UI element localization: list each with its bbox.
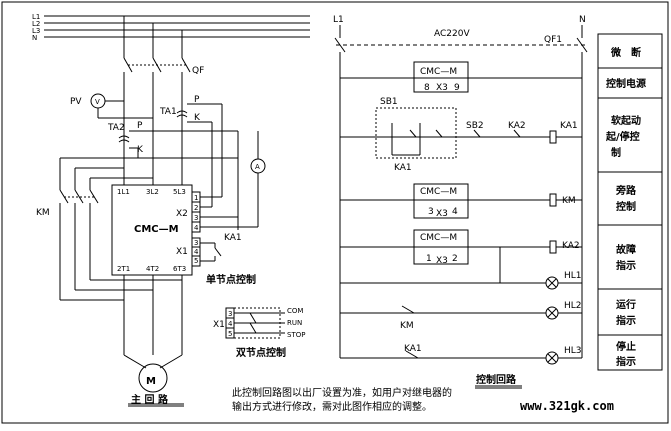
motor-symbol — [138, 363, 168, 393]
legend-bypass-1: 旁路 — [615, 184, 637, 197]
motor-label: M — [146, 376, 156, 387]
terminal-3l2: 3L2 — [146, 188, 159, 196]
sb1-label: SB1 — [380, 97, 398, 107]
hl1-label: HL1 — [564, 271, 582, 281]
bus-label-n: N — [32, 34, 37, 42]
ammeter-symbol: A — [255, 163, 260, 171]
legend-run-2: 指示 — [616, 314, 636, 327]
hl2-label: HL2 — [564, 301, 582, 311]
ka1-coil-label: KA1 — [560, 121, 578, 131]
km-contact-label: KM — [400, 321, 414, 331]
run-label: RUN — [287, 319, 302, 327]
ctrl-pin-8: 8 — [424, 83, 430, 93]
bus-label-l2: L2 — [32, 20, 40, 28]
x2-pin-1: 1 — [194, 194, 198, 202]
terminal-4t2: 4T2 — [146, 265, 159, 273]
km-label: KM — [36, 208, 50, 218]
watermark-text: www.321gk.com — [520, 399, 614, 413]
ctrl-pin-2: 2 — [452, 254, 458, 264]
ka2-contact-label: KA2 — [508, 121, 526, 131]
legend-breaker: 微 断 — [610, 46, 641, 59]
double-contact-caption: 双节点控制 — [236, 346, 286, 359]
sb2-label: SB2 — [466, 121, 484, 131]
terminal-1l1: 1L1 — [117, 188, 130, 196]
legend-fault-1: 故障 — [616, 243, 636, 256]
double-pin-5: 5 — [228, 330, 232, 338]
ctrl-pin-9: 9 — [454, 83, 460, 93]
ka1-contact-label: KA1 — [224, 233, 242, 243]
legend-control-power: 控制电源 — [606, 77, 646, 90]
x1-label: X1 — [176, 247, 188, 257]
legend-soft-start-1: 软起动 — [611, 114, 641, 127]
com-label: COM — [287, 307, 303, 315]
ta2-label: TA2 — [107, 123, 125, 133]
outer-border — [1, 1, 669, 424]
bus-label-l3: L3 — [32, 27, 40, 35]
double-contact: X1 3 4 5 COM RUN STOP 双节点控制 — [213, 307, 305, 359]
ctrl-l1-label: L1 — [333, 15, 344, 25]
cmc-module-label: CMC—M — [134, 224, 179, 235]
x1-pin-3: 3 — [194, 239, 198, 247]
ctrl-x3-2: X3 — [436, 209, 448, 219]
ta1-p-label: P — [194, 95, 200, 105]
legend-stop-2: 指示 — [616, 355, 636, 368]
legend-soft-start-2: 起/停控 — [605, 130, 640, 143]
ka2-coil-label: KA2 — [562, 241, 580, 251]
terminal-6t3: 6T3 — [173, 265, 186, 273]
x2-label: X2 — [176, 209, 188, 219]
legend-soft-start-3: 制 — [611, 146, 621, 159]
voltmeter-symbol: V — [95, 98, 100, 106]
qf1-label: QF1 — [544, 35, 562, 45]
ctrl-module-1: CMC—M — [420, 67, 457, 77]
legend-bypass-2: 控制 — [616, 200, 636, 213]
main-circuit-caption: 主 回 路 — [131, 393, 169, 406]
qf-label: QF — [192, 66, 204, 76]
control-circuit-caption: 控制回路 — [476, 373, 517, 386]
ta1-k-label: K — [194, 113, 201, 123]
ka1-hold-label: KA1 — [394, 163, 412, 173]
ctrl-x3-1: X3 — [436, 83, 448, 93]
supply-label: AC220V — [434, 29, 470, 39]
x1-pin-5: 5 — [194, 257, 198, 265]
legend-fault-2: 指示 — [616, 259, 636, 272]
x2-pin-3: 3 — [194, 214, 198, 222]
single-contact-caption: 单节点控制 — [206, 273, 256, 286]
legend-stop-1: 停止 — [616, 340, 636, 353]
ta2-p-label: P — [137, 121, 143, 131]
ta1-label: TA1 — [159, 107, 177, 117]
bus-label-l1: L1 — [32, 13, 40, 21]
footnote-line-2: 输出方式进行修改，需对此图作相应的调整。 — [232, 400, 432, 413]
double-x1-label: X1 — [213, 320, 225, 330]
x2-pin-4: 4 — [194, 224, 199, 232]
double-pin-3: 3 — [228, 310, 232, 318]
terminal-2t1: 2T1 — [117, 265, 130, 273]
terminal-5l3: 5L3 — [173, 188, 186, 196]
main-circuit-labels: L1 L2 L3 N QF PV V TA1 P K TA2 P K A KM … — [32, 13, 260, 406]
control-circuit-labels: L1 N AC220V QF1 CMC—M 8 X3 9 SB1 SB2 KA2… — [333, 15, 586, 389]
pv-label: PV — [70, 97, 82, 107]
ta2-k-label: K — [137, 145, 144, 155]
ctrl-module-3: CMC—M — [420, 233, 457, 243]
footnote-line-1: 此控制回路图以出厂设置为准，如用户对继电器的 — [232, 386, 452, 399]
ctrl-pin-3: 3 — [428, 207, 434, 217]
km-coil-label: KM — [562, 196, 576, 206]
double-pin-4: 4 — [228, 320, 233, 328]
stop-label: STOP — [287, 331, 305, 339]
ctrl-pin-1: 1 — [426, 254, 432, 264]
ctrl-pin-4: 4 — [452, 207, 458, 217]
ka1-stop-label: KA1 — [404, 344, 422, 354]
control-circuit — [334, 25, 588, 365]
ctrl-n-label: N — [579, 15, 586, 25]
legend-run-1: 运行 — [616, 298, 636, 311]
x1-pin-4: 4 — [194, 248, 199, 256]
main-circuit — [44, 15, 310, 407]
hl3-label: HL3 — [564, 346, 582, 356]
x2-pin-2: 2 — [194, 204, 198, 212]
ctrl-module-2: CMC—M — [420, 187, 457, 197]
ctrl-x3-3: X3 — [436, 256, 448, 266]
legend-column: 微 断 控制电源 软起动 起/停控 制 旁路 控制 故障 指示 运行 指示 停止… — [597, 33, 663, 371]
